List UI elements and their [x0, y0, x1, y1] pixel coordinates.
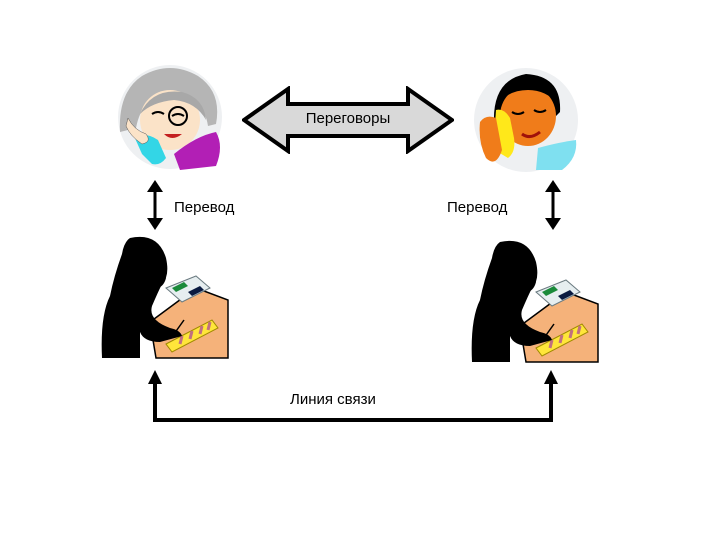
negotiations-label: Переговоры	[305, 110, 391, 127]
communication-line-connector	[146, 370, 562, 426]
left-translation-label: Перевод	[174, 199, 235, 216]
right-interpreter-illustration	[470, 240, 600, 364]
communication-line-label: Линия связи	[290, 391, 376, 408]
man-on-phone-illustration	[466, 62, 582, 174]
woman-on-phone-illustration	[112, 62, 230, 172]
negotiations-double-arrow: Переговоры	[242, 86, 454, 154]
right-translation-label: Перевод	[447, 199, 508, 216]
right-translation-arrow	[544, 180, 562, 230]
left-interpreter-illustration	[100, 236, 230, 360]
left-translation-arrow	[146, 180, 164, 230]
